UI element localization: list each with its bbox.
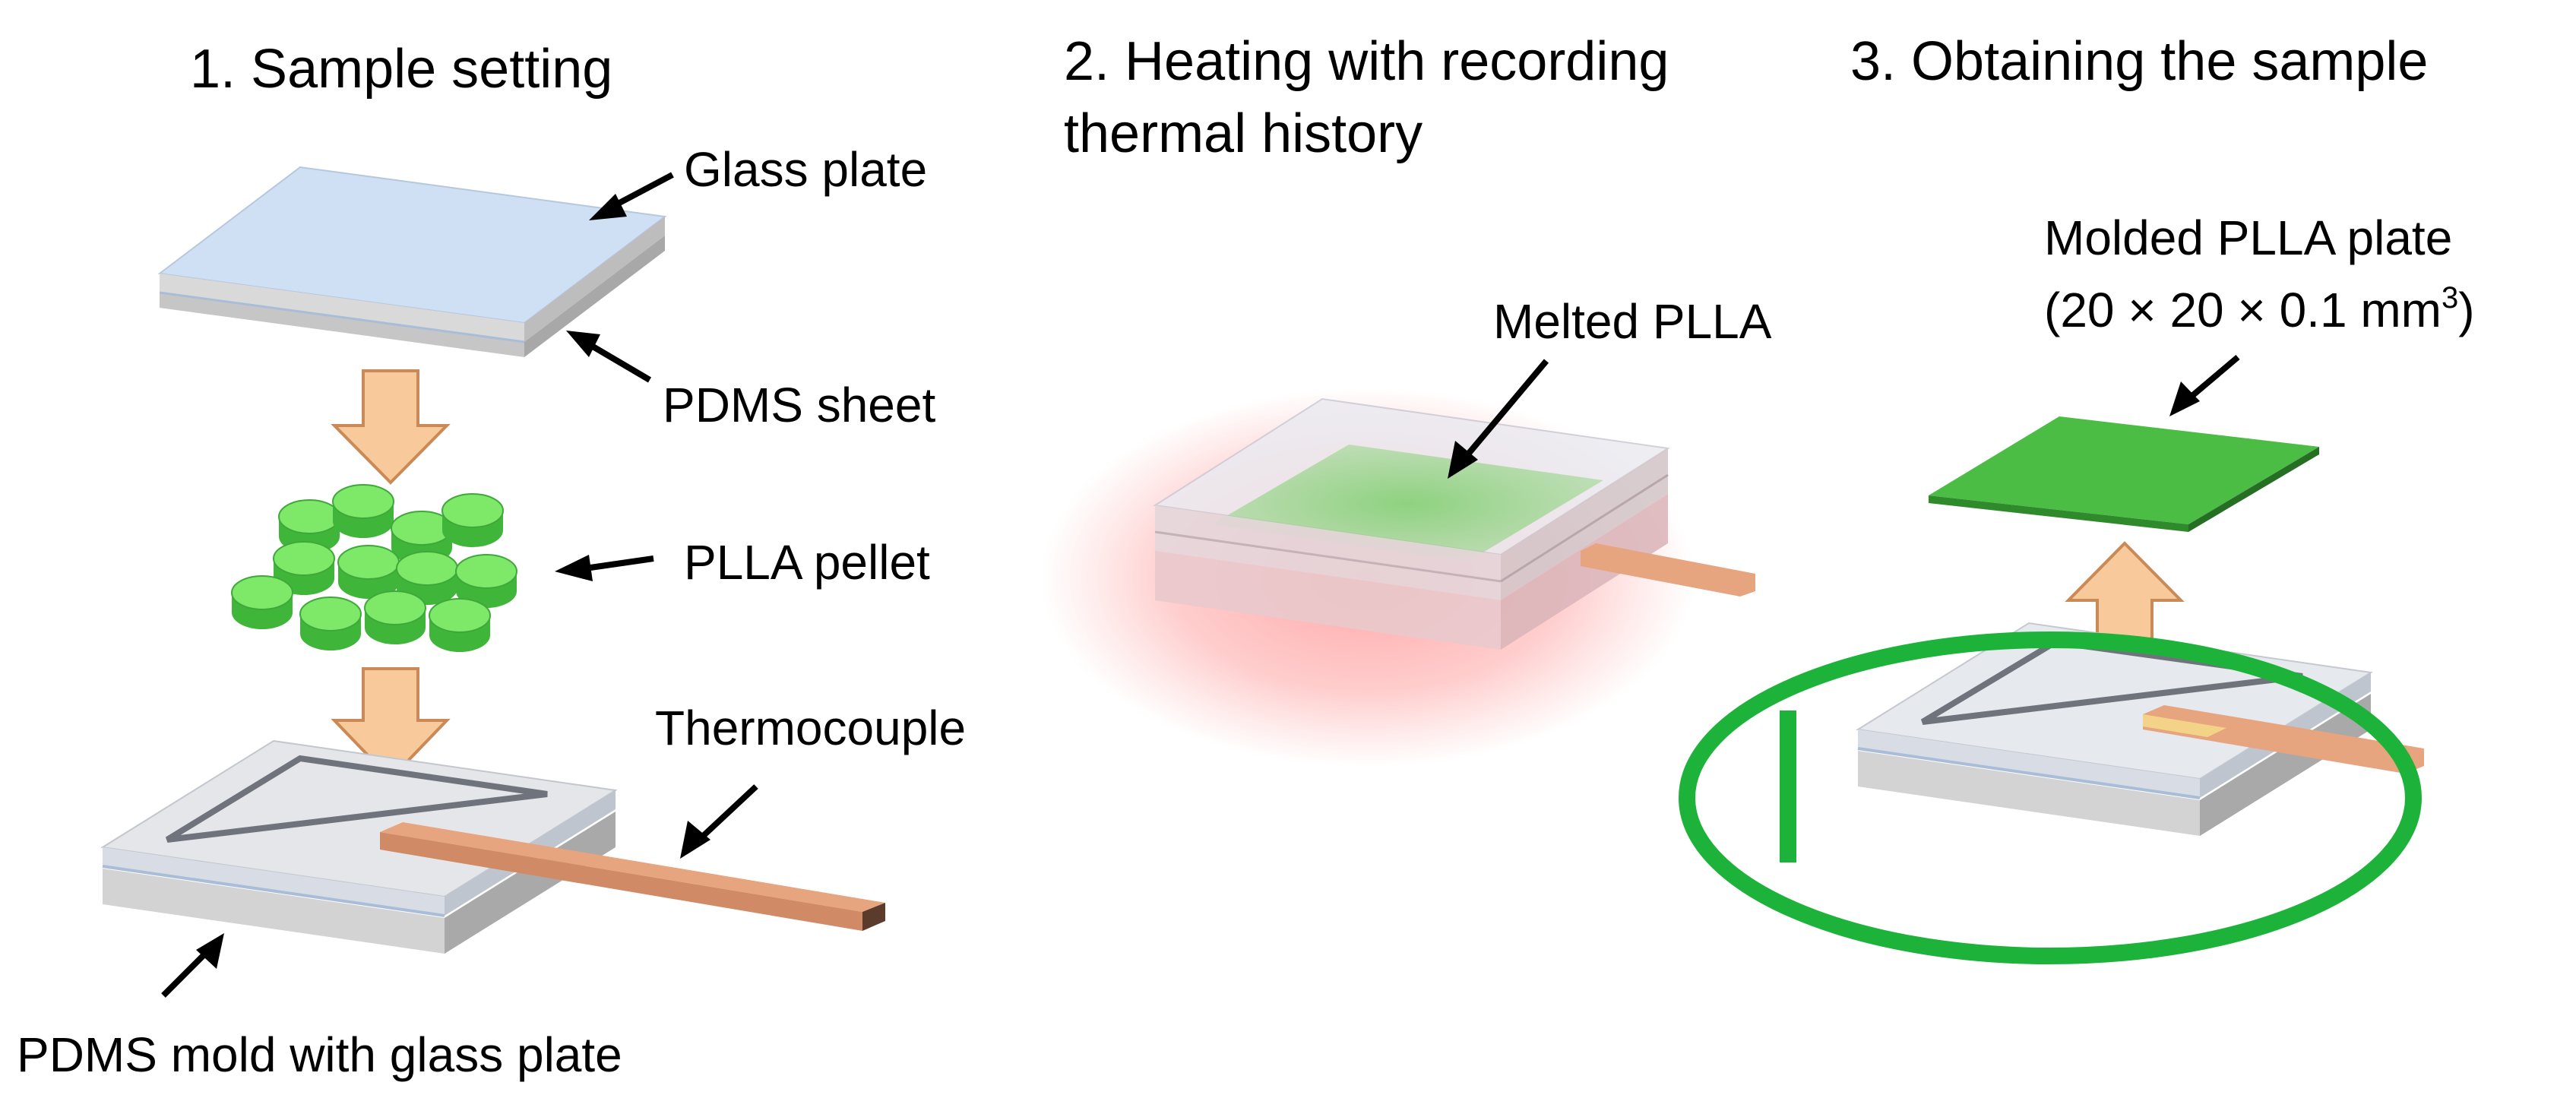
plla-pellets (231, 484, 517, 652)
thermocouple (380, 822, 885, 931)
plla-pellet-pointer-arrow (555, 555, 654, 581)
pdms-sheet-pointer-arrow (566, 331, 652, 383)
molded-plate-label-line1: Molded PLLA plate (2044, 210, 2452, 265)
plla-pellet (396, 551, 458, 586)
plla-pellet (429, 598, 491, 633)
step1-title: 1. Sample setting (190, 39, 612, 100)
molded-plate-superscript: 3 (2442, 281, 2458, 315)
molded-plate-label-line2: (20 × 20 × 0.1 mm3) (2044, 281, 2475, 337)
molded-plate-close-paren: ) (2458, 283, 2474, 337)
down-arrow-2 (331, 667, 451, 781)
thermocouple-step2 (1581, 543, 1755, 597)
molded-plla-plate (1929, 416, 2319, 532)
molded-plate-dims: (20 × 20 × 0.1 mm (2044, 283, 2442, 337)
down-arrow-1 (331, 369, 451, 485)
step2-title-line1: 2. Heating with recording (1064, 31, 1669, 92)
molded-plate-pointer-arrow (2169, 354, 2240, 416)
glass-plate-pointer-arrow (589, 172, 674, 220)
step2-title-line2: thermal history (1064, 103, 1422, 164)
glass-plate-assembly (157, 166, 667, 357)
plla-pellet (364, 590, 426, 625)
plla-pellet (337, 545, 400, 580)
glass-plate-label: Glass plate (684, 142, 927, 197)
plla-pellet (278, 499, 340, 534)
thermocouple-step3 (2143, 705, 2424, 774)
plla-pellet-label: PLLA pellet (684, 535, 930, 590)
pdms-mold-label: PDMS mold with glass plate (17, 1027, 622, 1082)
thermocouple-pointer-arrow (680, 784, 758, 859)
step3-title: 3. Obtaining the sample (1850, 31, 2428, 92)
melted-plla-label: Melted PLLA (1493, 294, 1772, 349)
pdms-mold-pointer-arrow (161, 933, 224, 998)
melted-plla-pointer-arrow (1448, 359, 1549, 479)
heating-assembly (1041, 388, 1695, 767)
plla-pellet (231, 575, 293, 610)
plla-pellet (299, 597, 362, 631)
plla-pellet (455, 554, 517, 589)
plla-pellet (441, 493, 504, 528)
highlight-ellipse (1679, 631, 2422, 964)
pdms-sheet-label: PDMS sheet (663, 378, 935, 432)
plla-pellet (332, 484, 394, 519)
thermocouple-label: Thermocouple (655, 701, 966, 755)
plla-pellet (273, 541, 335, 576)
